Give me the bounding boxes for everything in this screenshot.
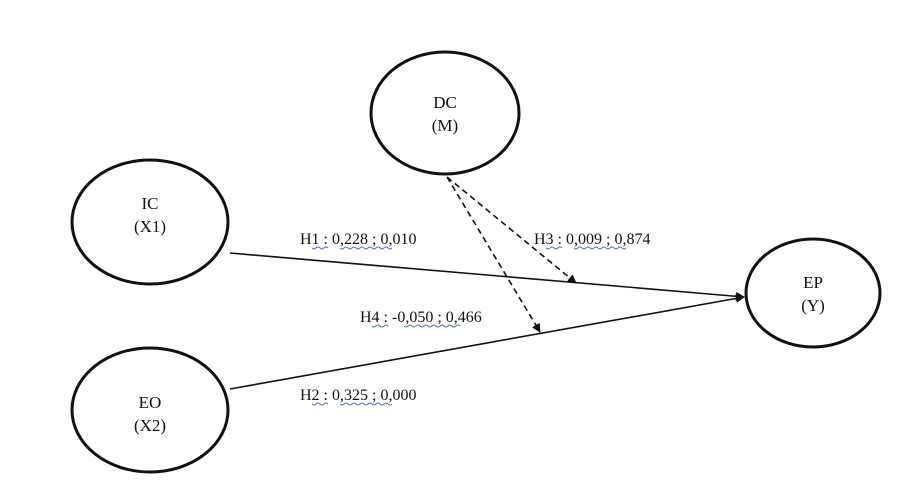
node-eo-label: EO: [139, 393, 162, 412]
label-h4-coef: -0,050 ;: [392, 309, 442, 326]
label-h3-name: H3 :: [534, 231, 562, 248]
edge-dc-to-h3-moderation: [446, 176, 577, 284]
node-dc-label: DC: [433, 93, 457, 112]
edge-eo-to-ep: [229, 293, 745, 390]
label-h1: H1 : 0,228 ; 0,010: [300, 231, 416, 248]
label-h2-p: 0,000: [380, 387, 416, 404]
spellcheck-underline-h3: [545, 246, 627, 250]
node-ep: EP (Y): [744, 237, 882, 349]
node-dc: DC (M): [369, 50, 521, 176]
label-h3: H3 : 0,009 ; 0,874: [534, 231, 650, 248]
spellcheck-underline-h2: [311, 402, 393, 406]
label-h3-p: 0,874: [614, 231, 650, 248]
node-ic: IC (X1): [70, 158, 230, 286]
label-h3-coef: 0,009 ;: [566, 231, 610, 248]
label-h4: H4 : -0,050 ; 0,466: [360, 309, 482, 326]
node-ic-sublabel: (X1): [134, 217, 166, 236]
spellcheck-underline-h1: [311, 246, 393, 250]
label-h2-name: H2 :: [300, 387, 328, 404]
node-ep-label: EP: [803, 273, 823, 292]
edge-dc-to-h4-moderation: [446, 176, 541, 333]
node-dc-sublabel: (M): [432, 116, 458, 135]
node-eo-sublabel: (X2): [134, 416, 166, 435]
label-h4-p: 0,466: [446, 309, 482, 326]
label-h4-name: H4 :: [360, 309, 388, 326]
label-h2-coef: 0,325 ;: [332, 387, 376, 404]
node-eo: EO (X2): [70, 346, 230, 474]
label-h1-p: 0,010: [380, 231, 416, 248]
label-h1-name: H1 :: [300, 231, 328, 248]
node-ic-label: IC: [142, 194, 159, 213]
node-ep-sublabel: (Y): [801, 296, 825, 315]
label-h2: H2 : 0,325 ; 0,000: [300, 387, 416, 404]
edge-ic-to-ep: [229, 252, 745, 301]
spellcheck-underline-h4: [371, 324, 461, 328]
label-h1-coef: 0,228 ;: [332, 231, 376, 248]
